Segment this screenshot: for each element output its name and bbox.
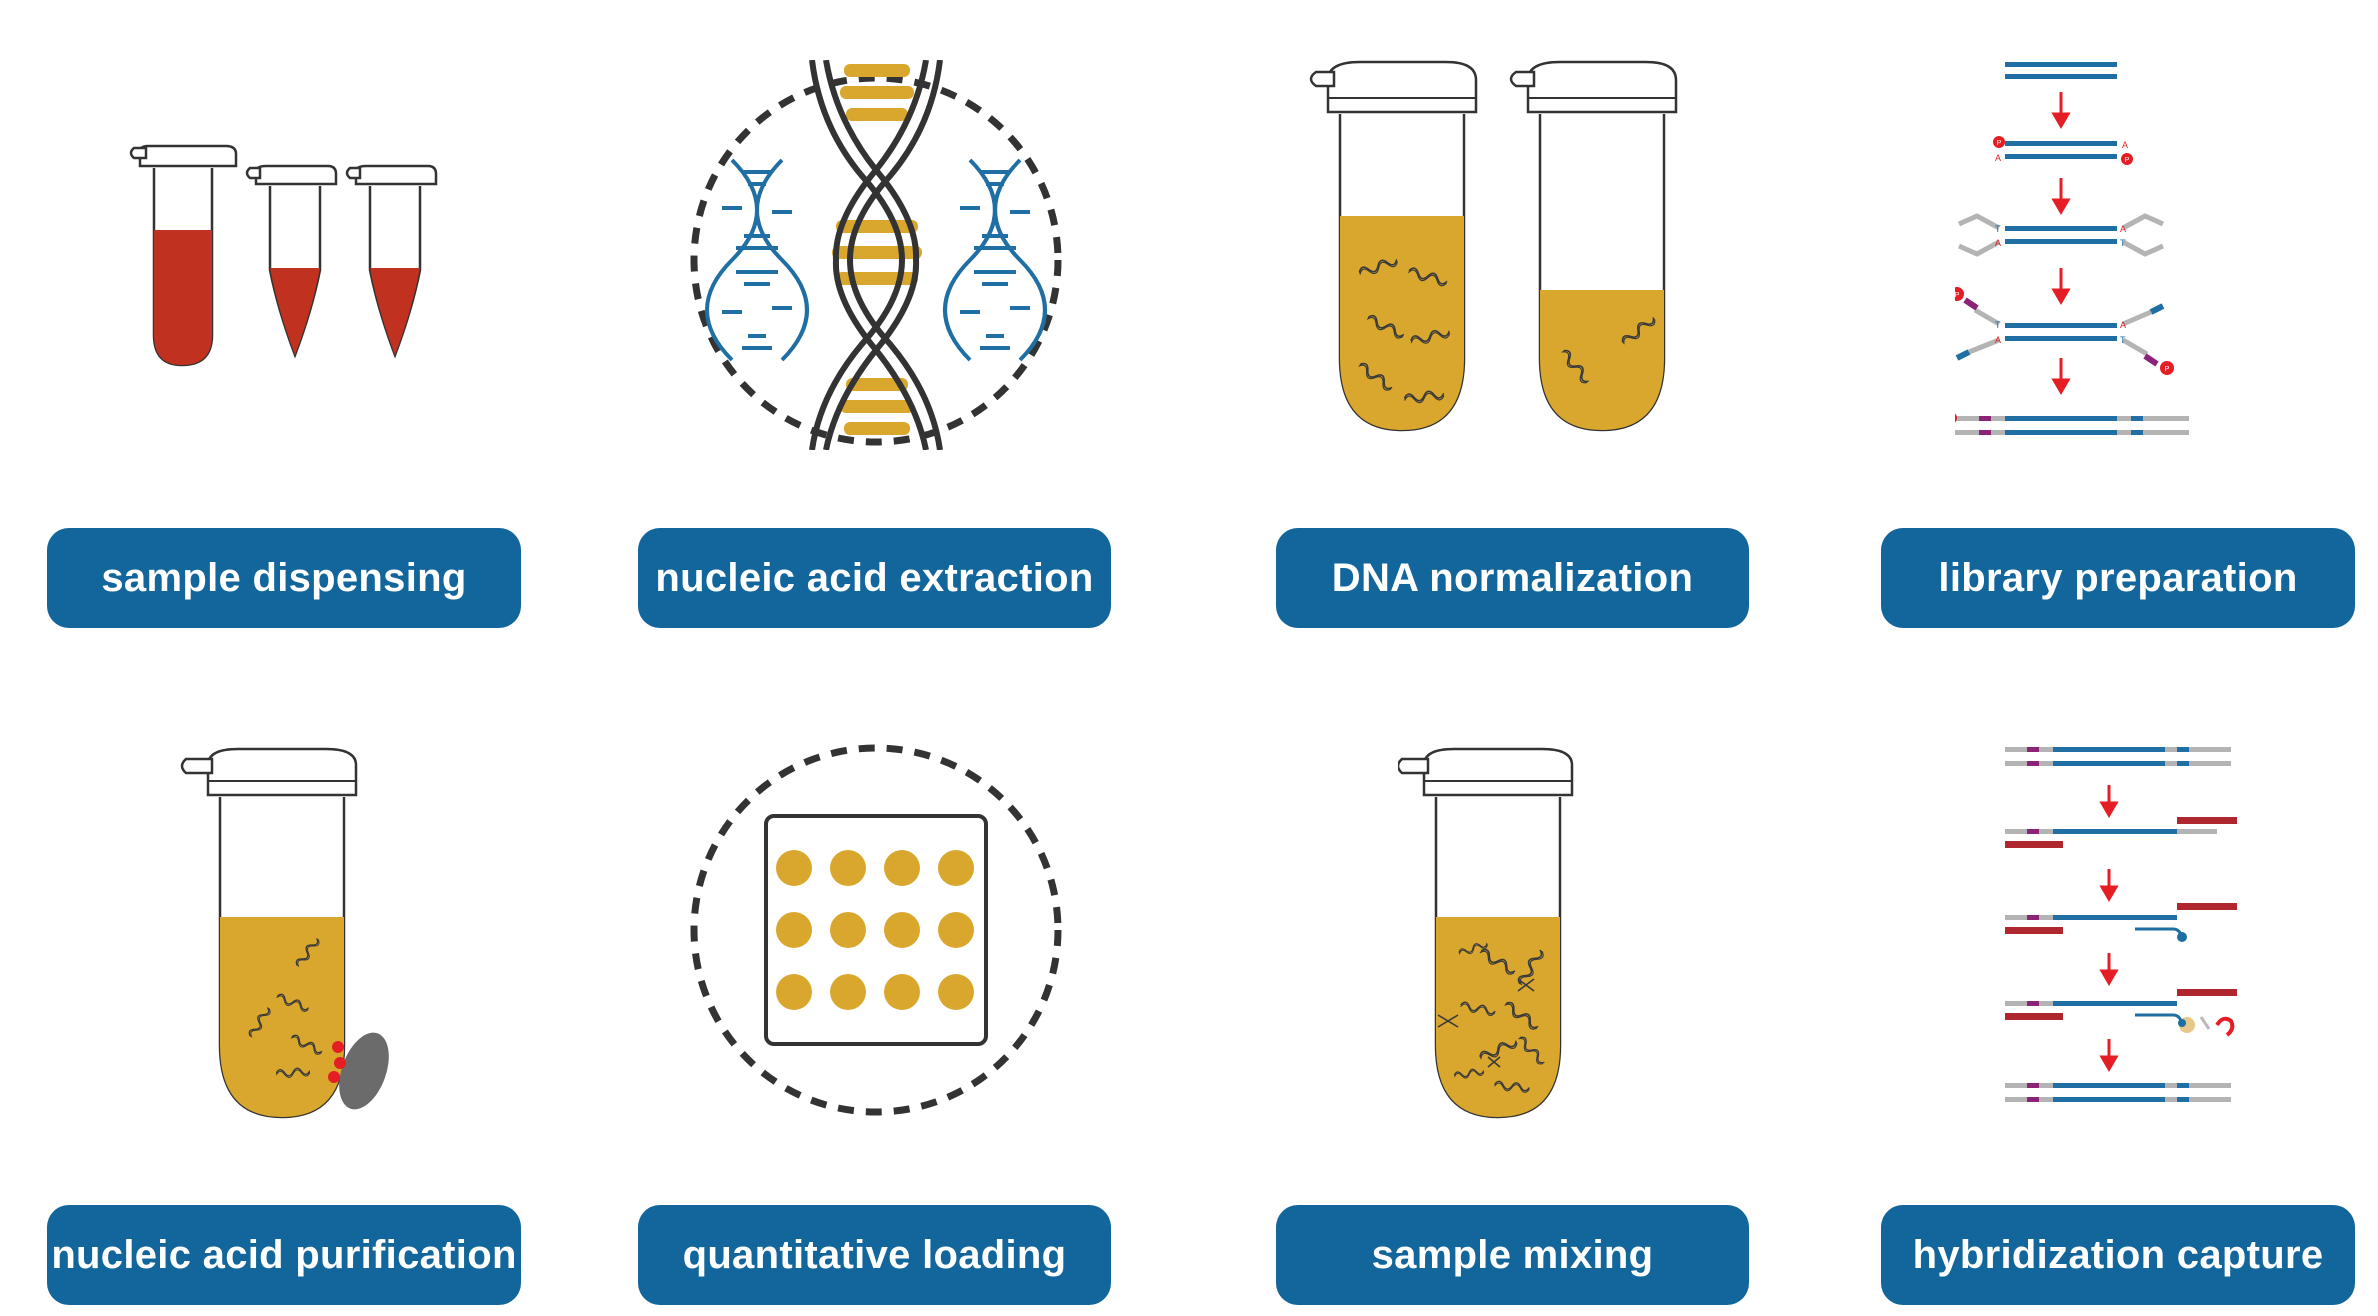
phosphate-label: P — [2165, 366, 2170, 373]
base-label: A — [1995, 335, 2001, 345]
step-label-quantitative-loading: quantitative loading — [638, 1205, 1111, 1305]
mixing-tube-icon — [1398, 747, 1574, 1119]
step-label-dna-normalization: DNA normalization — [1276, 528, 1749, 628]
step-label-sample-dispensing: sample dispensing — [47, 528, 521, 628]
phosphate-label: P — [1997, 140, 2002, 147]
tubes-dna-icon — [1309, 60, 1678, 432]
phosphate-label: P — [2125, 157, 2130, 164]
phosphate-label: P — [1955, 292, 1960, 299]
base-label: T — [2120, 238, 2126, 248]
hybridization-capture-icon — [2005, 747, 2237, 1102]
step-label-nucleic-acid-extraction: nucleic acid extraction — [638, 528, 1111, 628]
dna-helix-icon — [690, 60, 1062, 450]
base-label: A — [1995, 153, 2001, 163]
base-label: A — [2120, 320, 2126, 330]
well-plate-icon — [690, 744, 1062, 1116]
step-label-sample-mixing: sample mixing — [1276, 1205, 1749, 1305]
base-label: T — [1995, 320, 2001, 330]
base-label: A — [2122, 140, 2128, 150]
base-label: T — [2120, 335, 2126, 345]
library-prep-icon: P P A A T A A T P P T A A T — [1955, 62, 2189, 435]
step-label-library-preparation: library preparation — [1881, 528, 2355, 628]
base-label: A — [2120, 224, 2126, 234]
tubes-blood-icon — [129, 144, 438, 367]
step-label-hybridization-capture: hybridization capture — [1881, 1205, 2355, 1305]
step-label-nucleic-acid-purification: nucleic acid purification — [47, 1205, 521, 1305]
magnetic-bead-tube-icon — [180, 747, 389, 1119]
base-label: T — [1995, 224, 2001, 234]
base-label: A — [1995, 238, 2001, 248]
